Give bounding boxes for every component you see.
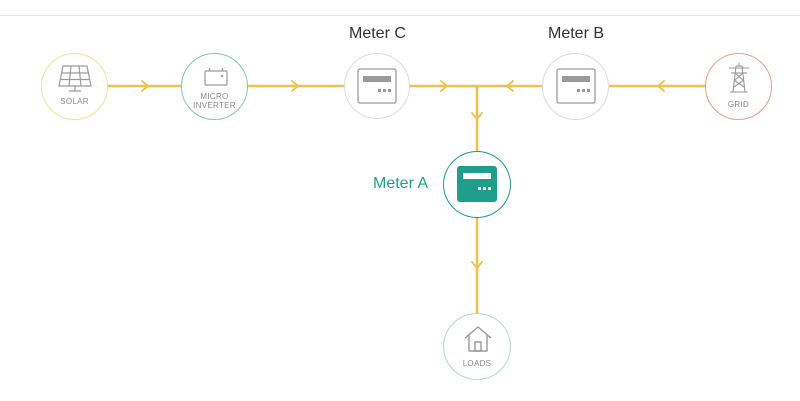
top-divider [0, 15, 800, 16]
flow-arrow-right [141, 80, 149, 92]
meter-b-node[interactable] [542, 53, 609, 120]
meter-b-label: Meter B [548, 25, 605, 42]
flow-arrow-down [471, 261, 483, 269]
solar-panel-icon [58, 65, 92, 92]
flow-arrow-down [471, 112, 483, 120]
flow-arrow-left [657, 80, 665, 92]
meter-c-label: Meter C [349, 25, 406, 42]
meter-icon [357, 68, 397, 104]
inverter-icon [204, 67, 228, 86]
flow-arrow-right [440, 80, 448, 92]
flow-arrow-right [291, 80, 299, 92]
loads-caption: LOADS [462, 359, 492, 368]
meter-a-node[interactable] [443, 151, 511, 218]
solar-caption: SOLAR [60, 97, 89, 106]
meter-a-label: Meter A [373, 175, 429, 192]
micro-inverter-caption-line2: INVERTER [193, 101, 236, 110]
house-icon [464, 326, 492, 352]
meter-c-node[interactable] [344, 53, 410, 119]
loads-node[interactable]: LOADS [443, 313, 511, 380]
power-tower-icon [729, 63, 749, 93]
meter-active-icon [457, 166, 497, 202]
solar-node[interactable]: SOLAR [41, 53, 108, 120]
micro-inverter-caption-line1: MICRO [200, 92, 229, 101]
grid-caption: GRID [727, 100, 750, 109]
micro-inverter-node[interactable]: MICRO INVERTER [181, 53, 248, 120]
meter-icon [556, 68, 596, 104]
flow-arrow-left [506, 80, 514, 92]
grid-node[interactable]: GRID [705, 53, 772, 120]
